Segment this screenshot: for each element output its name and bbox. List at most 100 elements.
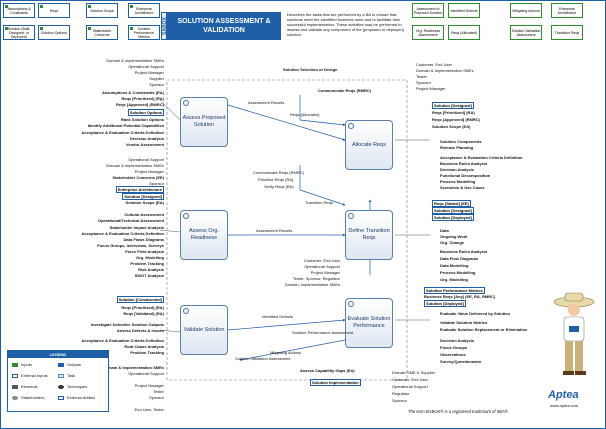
element-label: Cultural Assessment <box>124 212 164 217</box>
external-artifact-icon <box>58 396 64 400</box>
element-label: Release Planning <box>440 145 474 150</box>
gear-icon <box>183 308 189 314</box>
technique-label: Focus Groups <box>440 345 468 350</box>
input-label: Reqs [Approved] (RMRC) <box>432 117 480 122</box>
header-box[interactable]: Solution Options <box>38 25 70 40</box>
element-label: Validate Solution Metrics <box>440 320 488 325</box>
header-box[interactable]: Mitigating Actions <box>510 3 542 18</box>
header-box[interactable]: Enterprise Architecture <box>551 3 583 18</box>
flow-label: Reqs (Allocated) <box>290 112 320 117</box>
task-icon <box>58 374 64 378</box>
element-label: Identify Additional Potential Capabiliti… <box>87 123 164 128</box>
technique-label: Focus Groups, Interviews, Surveys <box>97 243 164 248</box>
technique-label: Decision Analysis <box>129 136 164 141</box>
header-box[interactable]: Solution (Built, Designed, or Deployed) <box>3 25 35 40</box>
technique-label: Org. Modelling <box>440 277 468 282</box>
stakeholder-label: Sponsor <box>416 80 431 85</box>
element-label: Solution Components <box>440 139 482 144</box>
stakeholder-label: Operational Support <box>304 264 340 269</box>
technique-label: Root Cause Analysis <box>124 344 164 349</box>
element-box: Solution Options <box>127 109 164 116</box>
task-validate-solution[interactable]: Validate Solution <box>180 305 228 355</box>
flow-label: Solution Selection or Design <box>283 67 338 72</box>
input-label: Solution Scope (EA) <box>125 200 164 205</box>
header-box[interactable]: Stakeholder Concerns <box>86 25 118 40</box>
input-label: Stakeholder Concerns (EE) <box>112 175 164 180</box>
header-box[interactable]: Solution Performance Metrics <box>128 25 160 40</box>
technique-label: Acceptance & Evaluation Criteria Definit… <box>440 155 523 160</box>
header-box[interactable]: Identified Defects <box>448 3 480 18</box>
header-box[interactable]: Assessment of Proposed Solution <box>412 3 444 18</box>
stakeholder-label: Project Manager <box>134 169 164 174</box>
technique-label: Force Field Analysis <box>125 249 164 254</box>
stakeholder-label: Operational Support <box>128 157 164 162</box>
task-assess-proposed-solution[interactable]: Assess Proposed Solution <box>180 97 228 147</box>
stakeholder-label: Project Manager <box>134 383 164 388</box>
flow-label: Communicate Reqs (RMRC) <box>318 88 372 93</box>
gear-icon <box>183 213 189 219</box>
technique-label: Process Modelling <box>440 270 476 275</box>
task-assess-org-readiness[interactable]: Assess Org. Readiness <box>180 210 228 260</box>
technique-label: Problem Tracking <box>130 261 164 266</box>
header-box[interactable]: Solution Scope <box>86 3 118 18</box>
element-label: Investigate Defective Solution Outputs <box>90 322 164 327</box>
element-label: Rank Solution Options <box>120 117 164 122</box>
input-label: Reqs [Prioritized] (RA) <box>121 96 164 101</box>
stakeholder-label: Domain, Implementation SMEs <box>284 282 340 287</box>
header-box[interactable]: Reqs (Allocated) <box>448 25 480 40</box>
header-box[interactable]: Enterprise Architecture <box>128 3 160 18</box>
stakeholder-label: Project Manager <box>310 270 340 275</box>
technique-label: Decision Analysis <box>440 167 475 172</box>
technique-label: Scenarios & Use Cases <box>440 185 485 190</box>
stakeholder-label: Tester <box>416 74 427 79</box>
header-box[interactable]: Solution Validation Assessment <box>510 25 542 40</box>
element-label: Operational/Technical Assessment <box>97 218 164 223</box>
aptea-logo[interactable]: Aptea www.aptea.com <box>548 389 600 415</box>
legend-title: LEGEND <box>8 351 108 358</box>
legend-item: Inputs <box>21 362 32 367</box>
legend-item: External Artifact <box>67 395 96 400</box>
header-box[interactable]: Org. Readiness Assessment <box>412 25 444 40</box>
flow-label: Prioritize Reqs (RA) <box>258 177 294 182</box>
element-box: Reqs [Stated] (EE) <box>432 200 471 207</box>
technique-label: Observations <box>440 352 466 357</box>
element-box: Solution [Constructed] <box>116 296 164 303</box>
technique-label: Acceptance & Evaluation Criteria Definit… <box>81 231 164 236</box>
inputs-icon <box>12 363 18 367</box>
stakeholder-label: Operational Support <box>128 371 164 376</box>
flow-label: Assessment Results <box>256 228 293 233</box>
input-label: Solution Scope (EA) <box>432 124 471 129</box>
technique-label: Survey/Questionnaire <box>440 359 482 364</box>
stakeholder-label: Tester <box>153 389 164 394</box>
flow-label: Solution Performance Assessment <box>292 330 354 335</box>
gear-icon <box>183 100 189 106</box>
input-label: Reqs [Approved] (RMRC) <box>116 102 164 107</box>
flow-label: Assess Capability Gaps (EA) <box>300 368 355 373</box>
stakeholder-label: Customer, End User <box>416 62 453 67</box>
stakeholder-label: Sponsor <box>149 82 164 87</box>
element-box: Solution Implementation <box>310 379 361 386</box>
flow-label: Identified Defects <box>262 314 293 319</box>
input-label: Assumptions & Constraints (EA) <box>101 90 164 95</box>
stakeholder-label: Domain & Implementation SMEs <box>102 365 164 370</box>
header-box[interactable]: Reqs <box>38 3 70 18</box>
stakeholder-label: Domain SME & Supplier <box>392 370 436 375</box>
external-inputs-icon <box>12 374 18 378</box>
header-box[interactable]: Transition Reqs <box>551 25 583 40</box>
technique-label: Org. Modelling <box>136 255 164 260</box>
logo-brand: Aptea <box>548 389 579 401</box>
legend-item: Stakeholders <box>21 395 45 400</box>
element-box: Solution [Deployed] <box>424 300 466 307</box>
logo-url[interactable]: www.aptea.com <box>550 403 579 408</box>
trademark-footer: The term BABOK® is a registered trademar… <box>408 409 509 414</box>
technique-label: Functional Decomposition <box>440 173 491 178</box>
header-box[interactable]: Assumptions & Constraints <box>3 3 35 18</box>
input-label: Business Reqs [Any] (EE, RA, RMRC) <box>424 294 496 299</box>
mascot-figure <box>553 292 595 375</box>
task-evaluate-solution-performance[interactable]: Evaluate Solution Performance <box>345 298 393 348</box>
task-define-transition-reqs[interactable]: Define Transition Reqs <box>345 210 393 260</box>
flow-label: Assessment Results <box>248 100 285 105</box>
element-box: Solution [Designed] <box>432 207 474 214</box>
task-allocate-reqs[interactable]: Allocate Reqs <box>345 120 393 170</box>
stakeholder-label: Sponsor <box>149 395 164 400</box>
